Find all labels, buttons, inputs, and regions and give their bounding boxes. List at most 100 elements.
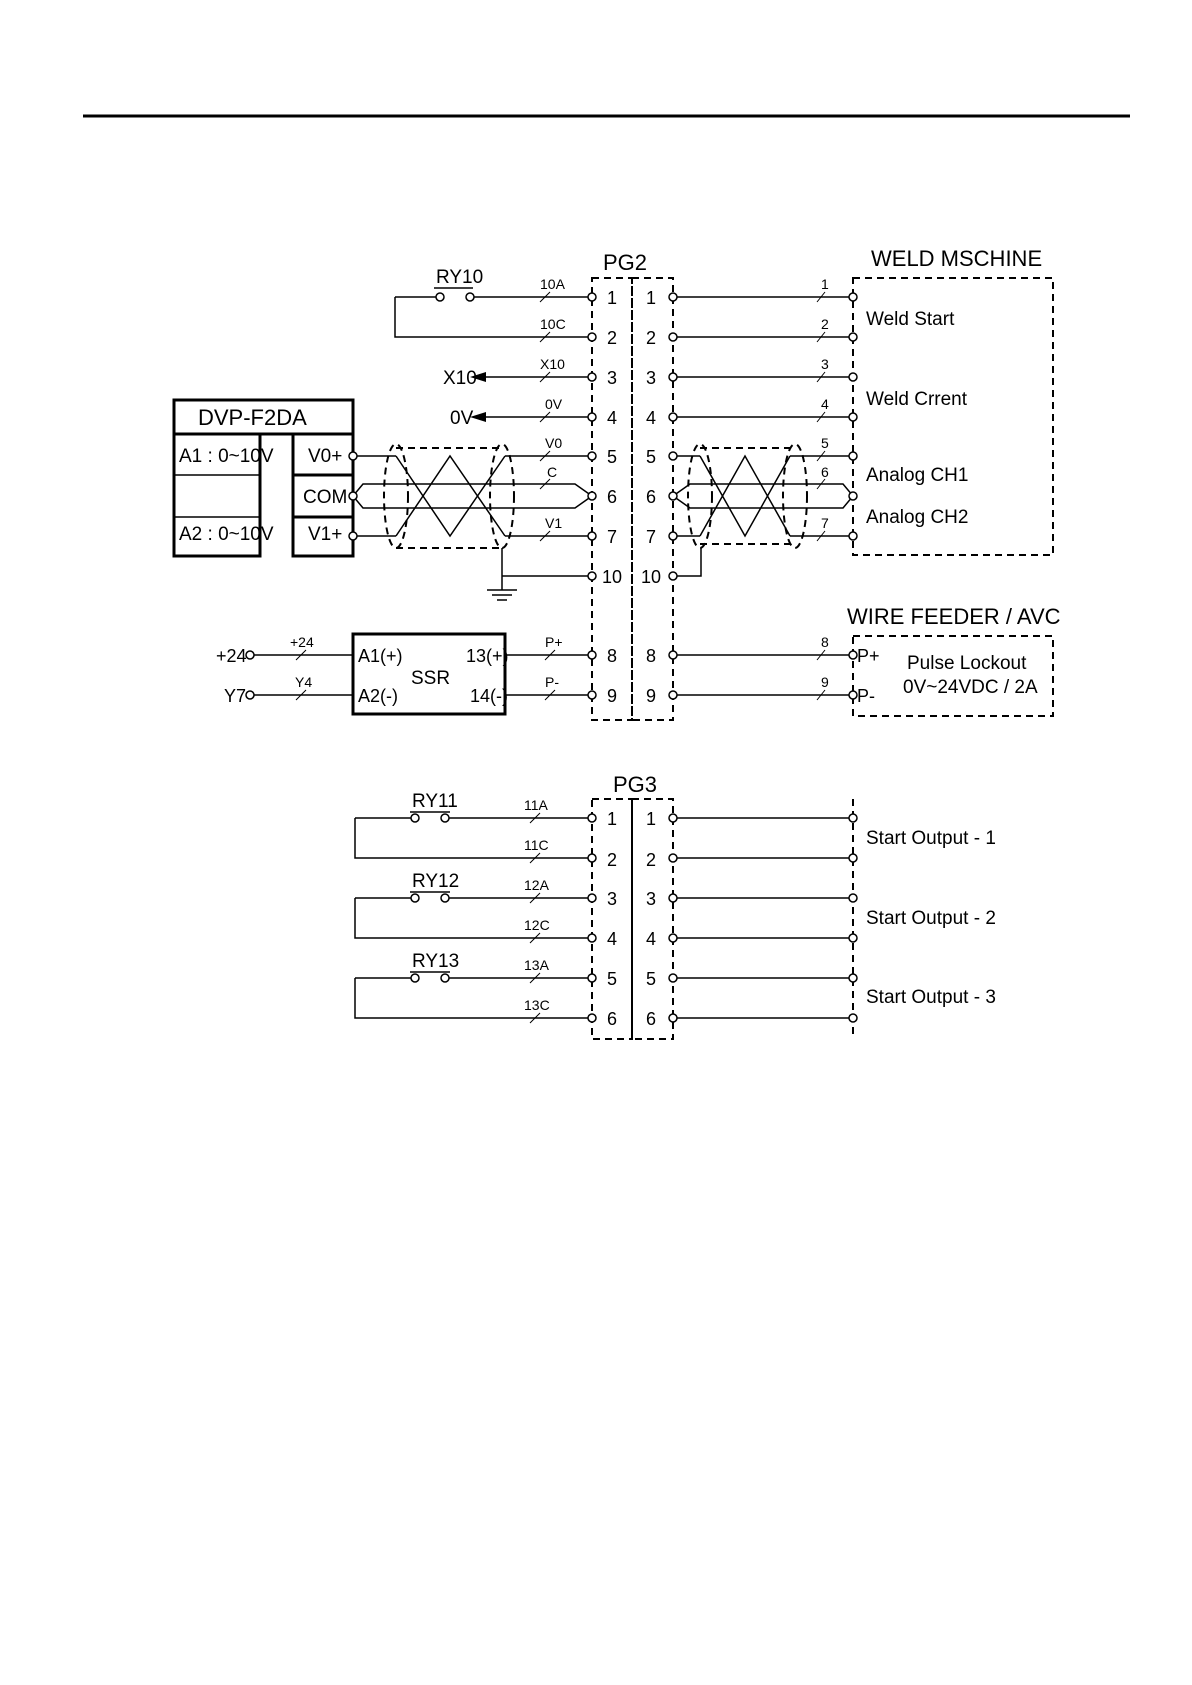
pin-dot — [587, 933, 597, 943]
wire-feeder: WIRE FEEDER / AVC P+ P- Pulse Lockout 0V… — [673, 604, 1061, 717]
pg3-pin: 3 — [607, 889, 617, 909]
wire-number: 2 — [821, 316, 829, 332]
ground-wire — [501, 548, 592, 590]
ssr-pin: A2(-) — [358, 686, 398, 706]
arrow-icon — [470, 412, 486, 422]
pin-dot — [587, 690, 597, 700]
output-label: 0V — [450, 408, 474, 429]
pin-dot — [848, 491, 858, 501]
pg3-pin: 6 — [607, 1009, 617, 1029]
relay-contact — [410, 893, 420, 903]
wire-number: 3 — [821, 356, 829, 372]
pg2-right-pin: 2 — [646, 328, 656, 348]
relay-contact — [435, 292, 445, 302]
relay-label: RY11 — [412, 791, 458, 812]
relay-loop — [354, 897, 592, 939]
pin-dot — [848, 650, 858, 660]
wire-feeder-title: WIRE FEEDER / AVC — [847, 604, 1061, 629]
pg3-right-half — [631, 798, 674, 1040]
wire-label: 11A — [524, 797, 549, 813]
twisted-pair — [395, 454, 506, 538]
wire-label: P- — [545, 674, 559, 690]
pin-dot — [668, 412, 678, 422]
wire-number: 4 — [821, 396, 829, 412]
pin-dot — [587, 853, 597, 863]
arrow-icon — [470, 372, 486, 382]
wire-label: 10A — [540, 276, 566, 292]
pin-dot — [848, 690, 858, 700]
pg2-left-pin: 10 — [602, 567, 622, 587]
pg2-right-pin: 5 — [646, 447, 656, 467]
start-output-label: Start Output - 2 — [866, 908, 996, 929]
pg2-left-pin: 7 — [607, 527, 617, 547]
pg2-right-wiring: 1 2 3 4 5 6 7 — [671, 276, 854, 577]
pulse-lockout-label: Pulse Lockout — [907, 653, 1027, 674]
pin-dot — [587, 451, 597, 461]
pg3-pin: 2 — [646, 850, 656, 870]
pg2-left-pin: 8 — [607, 646, 617, 666]
twisted-pair — [699, 454, 791, 538]
ssr-label: SSR — [411, 668, 450, 689]
pin-dot — [348, 491, 358, 501]
pin-dot — [668, 690, 678, 700]
wire-tick-marks — [816, 649, 826, 701]
wire-tick-marks — [295, 649, 556, 701]
wire-label: 0V — [545, 396, 563, 412]
relay-contact — [465, 292, 475, 302]
relay-contact — [410, 973, 420, 983]
pg3-pin: 1 — [607, 809, 617, 829]
pg2-right-pin: 3 — [646, 368, 656, 388]
pin-dot — [668, 571, 678, 581]
relay-label: RY12 — [412, 871, 459, 892]
pin-dot — [848, 813, 858, 823]
shield — [687, 443, 713, 549]
pin-dot — [587, 491, 597, 501]
weld-start-label: Weld Start — [866, 309, 955, 330]
pin-dot — [848, 372, 858, 382]
pg3-left-wiring: RY11 RY12 RY13 11A 11C 12A 12C 13A 13C — [354, 791, 592, 1024]
pin-dot — [848, 332, 858, 342]
pg2-right-pin: 1 — [646, 288, 656, 308]
pin-dot — [587, 650, 597, 660]
pin-dot — [848, 893, 858, 903]
ssr-pin: A1(+) — [358, 646, 403, 666]
pg2-pin-dots — [348, 292, 858, 700]
pg2-right-pin: 10 — [641, 567, 661, 587]
pin-dot — [668, 650, 678, 660]
weld-current-label: Weld Crrent — [866, 389, 968, 410]
pg2-title: PG2 — [603, 250, 647, 275]
dvp-f2da-module: DVP-F2DA A1 : 0~10V A2 : 0~10V V0+ COM V… — [172, 398, 355, 558]
pin-dot — [848, 292, 858, 302]
relay-contact — [440, 893, 450, 903]
pin-dot — [668, 853, 678, 863]
pg3-pin-dots — [587, 813, 858, 1023]
pin-dot — [848, 412, 858, 422]
weld-machine: WELD MSCHINE Weld Start Weld Crrent Anal… — [852, 246, 1054, 556]
pg2-connector: PG2 1 2 3 4 5 6 7 10 8 9 1 2 3 4 5 6 7 1… — [591, 250, 674, 721]
pg3-title: PG3 — [613, 772, 657, 797]
pg2-right-pin: 8 — [646, 646, 656, 666]
shield-drain-wire — [673, 548, 702, 577]
weld-machine-title: WELD MSCHINE — [871, 246, 1042, 271]
shield — [489, 443, 515, 549]
ssr-pin: 14(-) — [470, 686, 508, 706]
pin-dot — [668, 531, 678, 541]
pin-dot — [848, 1013, 858, 1023]
wire-label: 13C — [524, 997, 550, 1013]
pg3-pin: 6 — [646, 1009, 656, 1029]
wire-label: X10 — [540, 356, 565, 372]
shield — [383, 443, 409, 549]
relay-contact — [410, 813, 420, 823]
pg3-right-wiring: Start Output - 1 Start Output - 2 Start … — [673, 799, 996, 1039]
wire-number: 1 — [821, 276, 829, 292]
pin-dot — [668, 813, 678, 823]
wire-label: V1 — [545, 515, 562, 531]
wire-label: 11C — [524, 837, 549, 853]
supply-label: Y7 — [224, 686, 246, 706]
pg3-pin: 5 — [646, 969, 656, 989]
wire-label: C — [547, 464, 557, 480]
supply-label: +24 — [216, 646, 247, 666]
pg3-left-half — [591, 798, 633, 1040]
wire-feeder-box — [852, 635, 1054, 717]
ssr-pin: 13(+) — [466, 646, 509, 666]
